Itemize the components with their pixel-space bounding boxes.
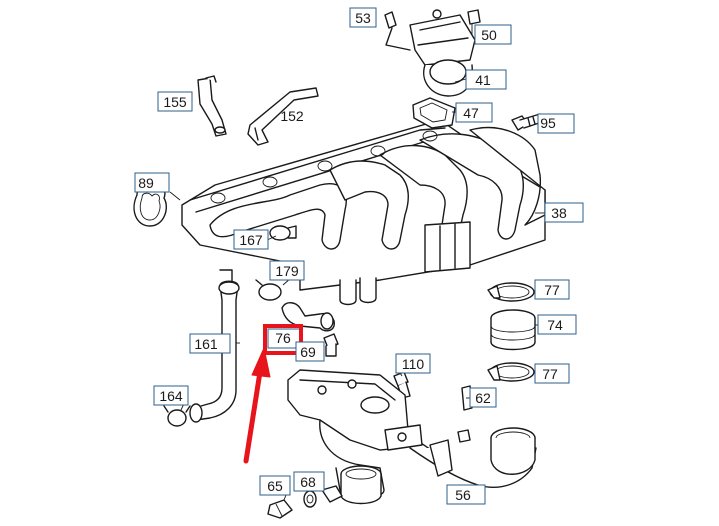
svg-text:95: 95 xyxy=(540,115,556,131)
label-68[interactable]: 68 xyxy=(293,471,325,492)
svg-text:62: 62 xyxy=(475,390,491,406)
part-drawings xyxy=(133,9,546,519)
svg-text:77: 77 xyxy=(542,366,558,382)
hose-clamp-164 xyxy=(163,405,191,427)
hose-clamp-upper xyxy=(487,282,535,302)
fitting-69 xyxy=(323,333,339,357)
svg-text:164: 164 xyxy=(159,388,183,404)
hose-sleeve xyxy=(490,309,536,351)
label-161[interactable]: 161 xyxy=(189,333,231,354)
label-41[interactable]: 41 xyxy=(465,69,507,90)
label-38[interactable]: 38 xyxy=(544,202,584,223)
highlight-box xyxy=(263,324,303,355)
bracket-right xyxy=(247,87,319,146)
svg-text:167: 167 xyxy=(239,232,263,248)
highlight-arrow xyxy=(243,347,271,464)
label-110[interactable]: 110 xyxy=(395,353,431,374)
svg-text:77: 77 xyxy=(544,282,560,298)
label-56[interactable]: 56 xyxy=(446,484,486,505)
washer-connector-68 xyxy=(303,485,343,508)
svg-text:38: 38 xyxy=(551,205,567,221)
svg-text:161: 161 xyxy=(194,336,218,352)
svg-text:68: 68 xyxy=(300,474,316,490)
valve-assembly xyxy=(384,9,481,97)
svg-text:53: 53 xyxy=(355,10,371,26)
svg-text:50: 50 xyxy=(481,27,497,43)
svg-text:74: 74 xyxy=(547,317,563,333)
bracket-left xyxy=(197,75,227,137)
label-164[interactable]: 164 xyxy=(153,385,189,406)
breather-hose-long xyxy=(189,269,240,423)
label-53[interactable]: 53 xyxy=(349,7,377,28)
svg-text:41: 41 xyxy=(475,72,491,88)
label-50[interactable]: 50 xyxy=(474,24,512,45)
svg-text:47: 47 xyxy=(463,105,479,121)
svg-text:69: 69 xyxy=(300,344,316,360)
label-65[interactable]: 65 xyxy=(259,475,291,496)
label-77-lower[interactable]: 77 xyxy=(534,363,570,384)
part-labels: 53 50 41 47 95 155 152 89 xyxy=(134,7,584,505)
svg-text:179: 179 xyxy=(275,263,299,279)
gasket xyxy=(412,97,456,129)
breather-hose-short xyxy=(281,302,335,332)
hose-clamp-lower xyxy=(487,362,535,382)
svg-text:152: 152 xyxy=(280,108,304,124)
label-76-highlighted[interactable]: 76 xyxy=(263,324,303,355)
lower-intake-housing xyxy=(287,369,537,505)
label-152: 152 xyxy=(280,108,304,124)
label-77-upper[interactable]: 77 xyxy=(534,279,570,300)
fitting-65 xyxy=(267,499,293,519)
label-62[interactable]: 62 xyxy=(469,387,497,408)
label-74[interactable]: 74 xyxy=(537,314,577,335)
svg-text:155: 155 xyxy=(163,94,187,110)
label-89[interactable]: 89 xyxy=(134,172,170,193)
bolt xyxy=(511,113,543,131)
label-69[interactable]: 69 xyxy=(295,341,325,362)
svg-text:65: 65 xyxy=(267,478,283,494)
intake-manifold xyxy=(181,119,546,306)
svg-text:110: 110 xyxy=(402,356,425,372)
label-179[interactable]: 179 xyxy=(269,260,305,281)
label-155[interactable]: 155 xyxy=(157,91,193,112)
hose-clamp-179 xyxy=(255,279,282,301)
label-167[interactable]: 167 xyxy=(233,229,269,250)
label-47[interactable]: 47 xyxy=(455,102,493,123)
svg-text:56: 56 xyxy=(455,487,471,503)
label-95[interactable]: 95 xyxy=(537,113,575,134)
svg-text:76: 76 xyxy=(275,330,291,346)
svg-text:89: 89 xyxy=(138,175,154,191)
